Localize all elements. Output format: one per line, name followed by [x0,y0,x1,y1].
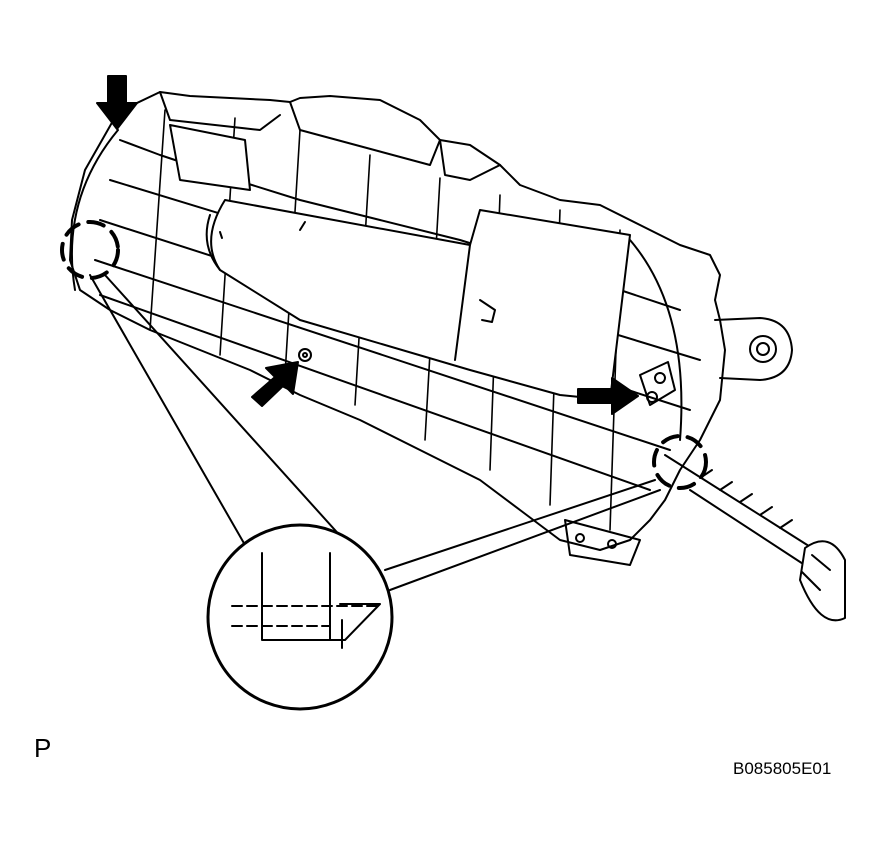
bolt-right [639,361,676,406]
mounting-tab [564,317,793,566]
illustration-code: B085805E01 [733,759,832,778]
claw-callout-left [60,220,120,280]
view-label: P [34,733,52,763]
inflator-module [169,124,631,401]
diagonal-arrow-icon [251,361,299,407]
right-arrow-icon [577,377,639,415]
magnified-detail [206,523,394,711]
claw-callout-right [652,434,708,490]
down-arrow-icon [96,75,138,130]
bolt-lower-left [298,348,312,362]
screwdriver-icon [664,454,846,622]
harness-curves [70,129,683,441]
detail-leader-lines [89,274,661,591]
